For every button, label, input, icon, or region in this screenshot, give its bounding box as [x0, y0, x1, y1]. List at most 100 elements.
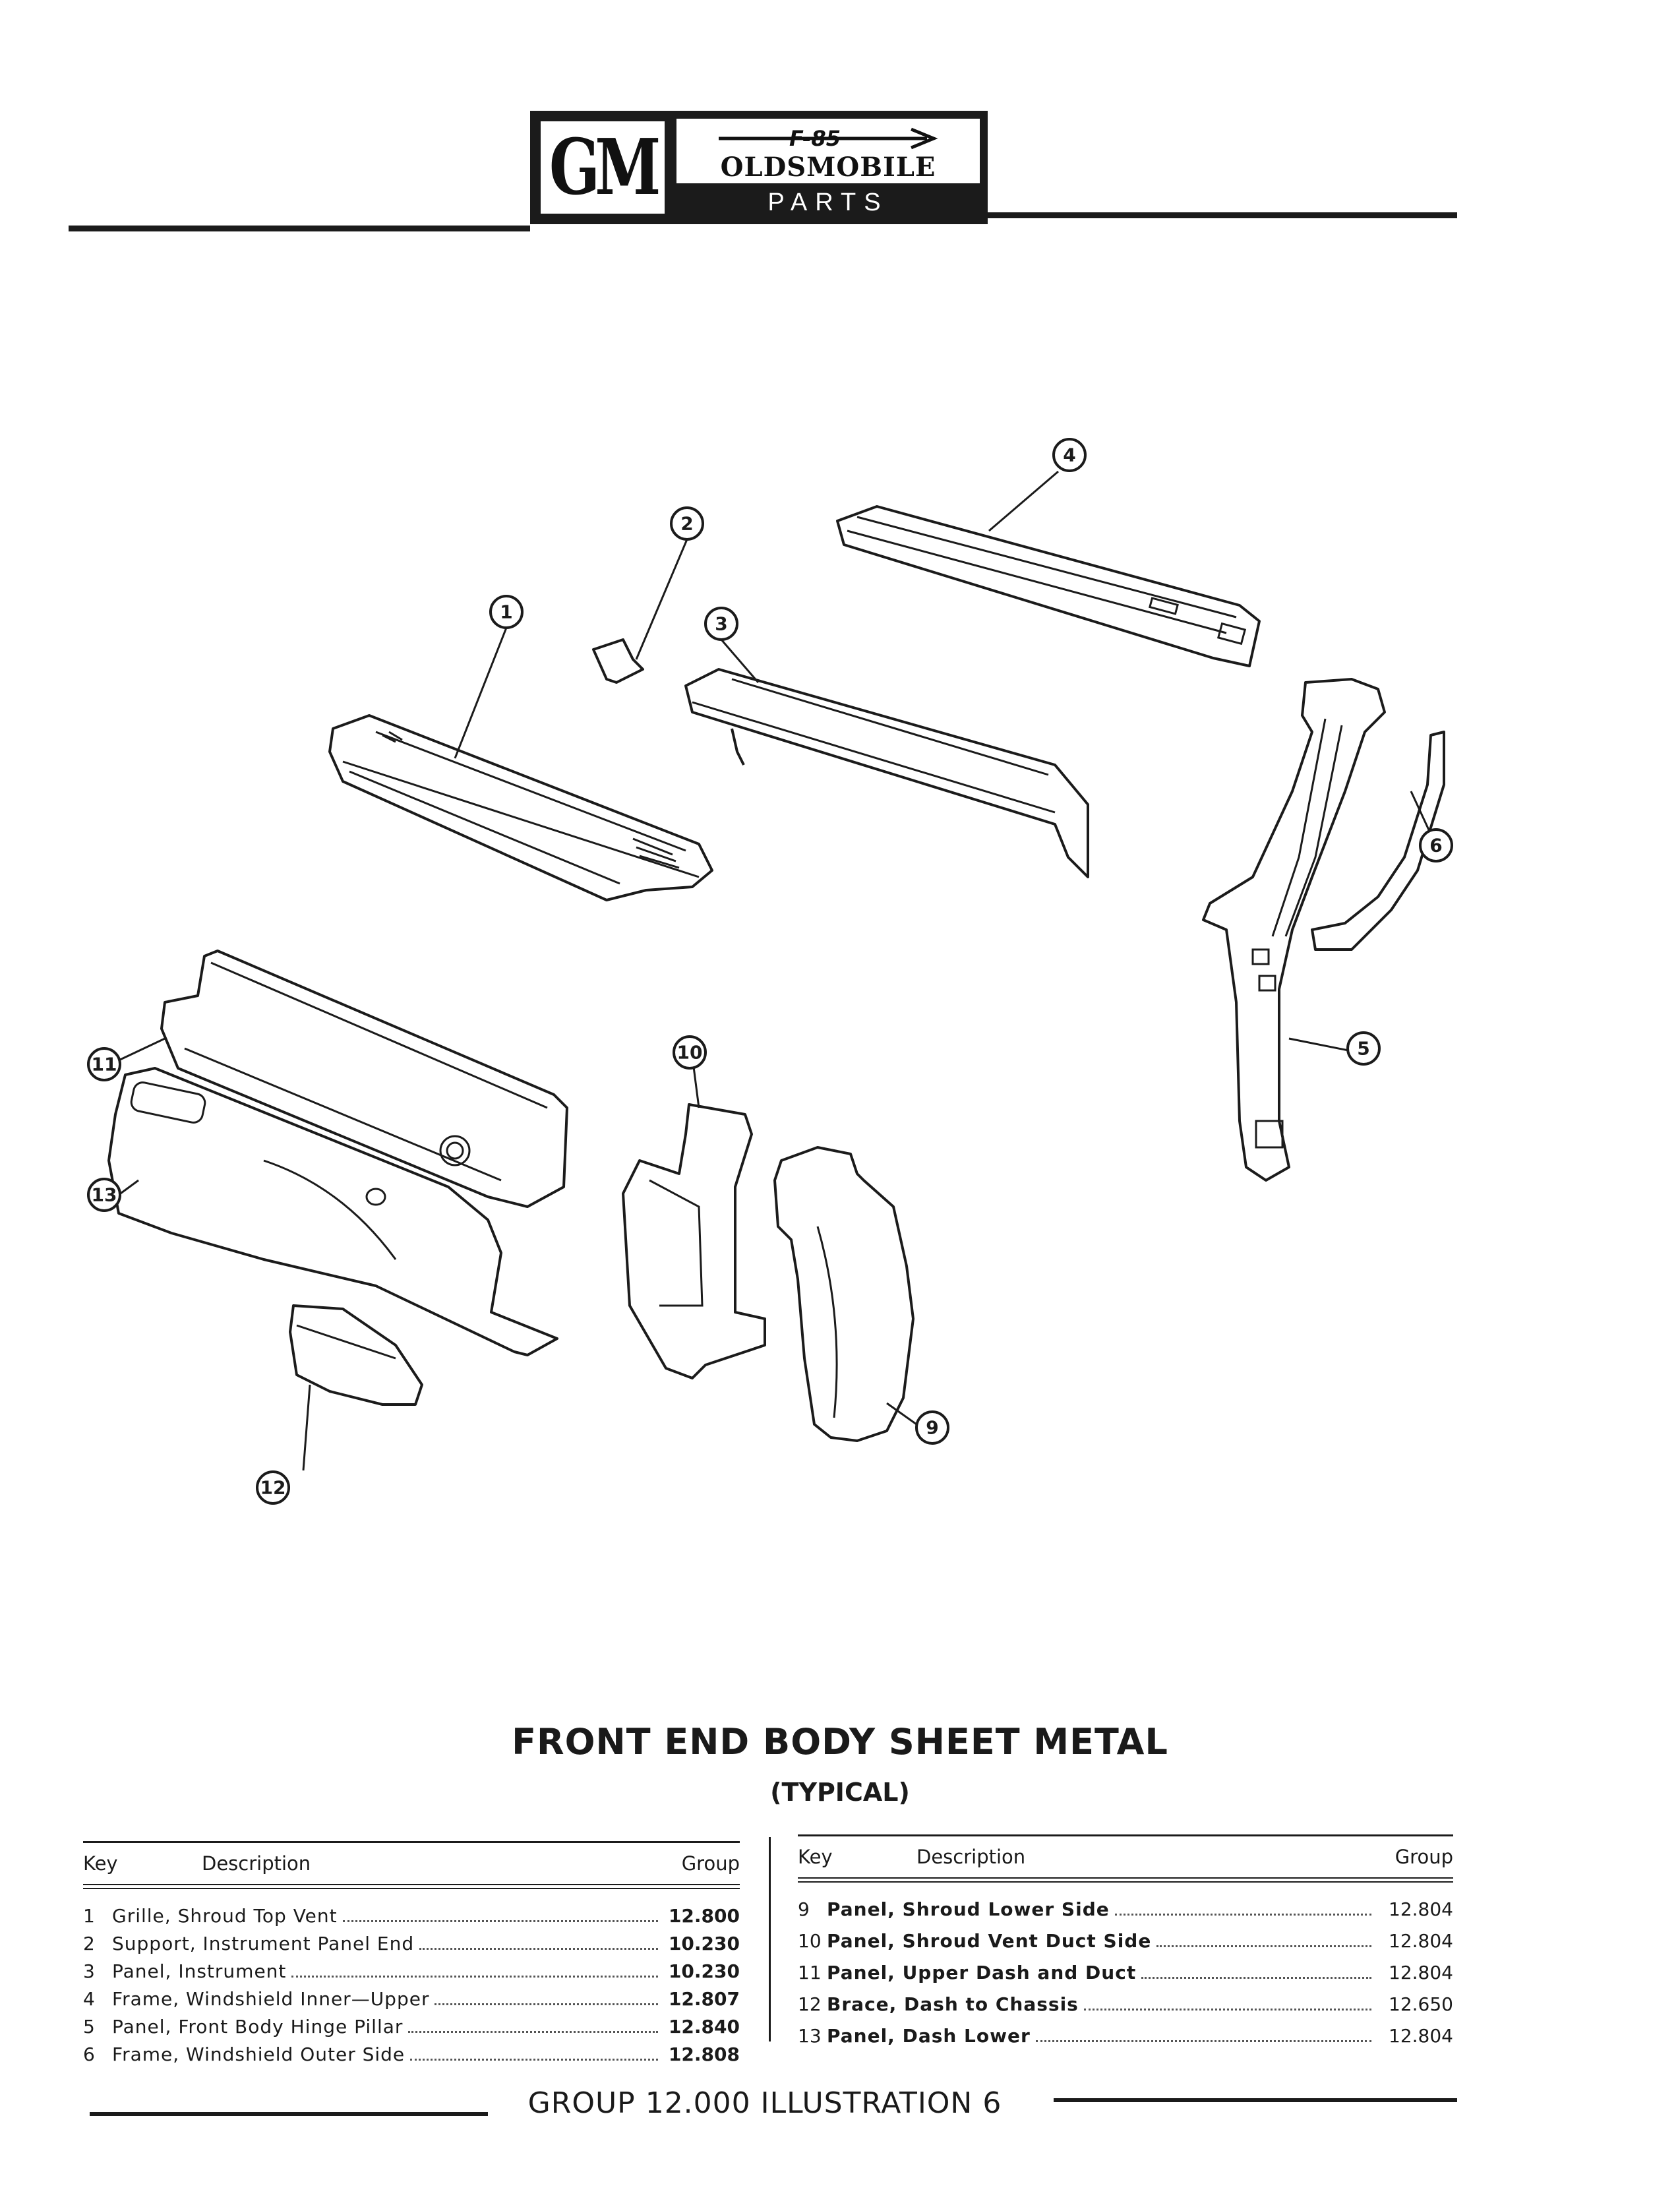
table-row: 6 Frame, Windshield Outer Side 12.808: [83, 2043, 740, 2071]
column-header-key: Key: [83, 1852, 118, 1875]
row-key: 12: [798, 1993, 822, 2015]
callout-number: 6: [1429, 835, 1442, 857]
part-shroud-lower-side: [773, 1146, 915, 1442]
part-grille-shroud-top-vent: [328, 714, 713, 901]
gm-logo: GM: [538, 119, 667, 216]
brand-name: OLDSMOBILE: [720, 152, 936, 183]
column-divider: [769, 1837, 771, 2041]
row-group: 10.230: [668, 1933, 740, 1954]
dot-leader: [291, 1976, 658, 1978]
callout-11: 11: [87, 1047, 121, 1081]
catalogue-label: PARTS CATALOGUE: [717, 189, 940, 249]
row-group: 12.800: [668, 1905, 740, 1927]
part-windshield-outer-side-frame: [1311, 731, 1445, 951]
row-key: 11: [798, 1962, 822, 1983]
dot-leader: [1141, 1977, 1371, 1979]
part-brace-dash-to-chassis: [289, 1304, 423, 1406]
callout-number: 5: [1357, 1038, 1369, 1060]
row-description: Grille, Shroud Top Vent: [112, 1905, 338, 1927]
row-key: 6: [83, 2043, 95, 2065]
table-row: 9 Panel, Shroud Lower Side 12.804: [798, 1898, 1453, 1930]
row-group: 12.840: [668, 2016, 740, 2038]
table-row: 5 Panel, Front Body Hinge Pillar 12.840: [83, 2016, 740, 2043]
part-front-body-hinge-pillar: [1202, 678, 1386, 1182]
callout-number: 13: [92, 1184, 117, 1206]
table-header: Key Description Group: [798, 1836, 1453, 1877]
table-body: 9 Panel, Shroud Lower Side 12.804 10 Pan…: [798, 1883, 1453, 2057]
row-key: 2: [83, 1933, 95, 1954]
footer-rule: [1054, 2098, 1457, 2102]
row-description: Panel, Shroud Lower Side: [827, 1898, 1110, 1920]
row-key: 1: [83, 1905, 95, 1927]
parts-table-left: Key Description Group 1 Grille, Shroud T…: [83, 1841, 740, 2071]
gm-logo-text: GM: [549, 123, 661, 212]
callout-number: 2: [680, 513, 693, 535]
part-instrument-panel: [684, 668, 1089, 878]
dot-leader: [1035, 2040, 1371, 2042]
row-description: Brace, Dash to Chassis: [827, 1993, 1079, 2015]
callout-6: 6: [1419, 828, 1453, 862]
row-group: 12.804: [1389, 2025, 1453, 2047]
callout-9: 9: [915, 1410, 949, 1445]
page-subtitle: (TYPICAL): [770, 1778, 910, 1807]
callout-10: 10: [673, 1035, 707, 1070]
callout-1: 1: [489, 595, 524, 629]
row-description: Panel, Dash Lower: [827, 2025, 1031, 2047]
table-header: Key Description Group: [83, 1843, 740, 1884]
callout-3: 3: [704, 607, 738, 641]
dot-leader: [1114, 1914, 1371, 1916]
row-key: 9: [798, 1898, 810, 1920]
column-header-group: Group: [1395, 1846, 1453, 1868]
table-row: 4 Frame, Windshield Inner—Upper 12.807: [83, 1988, 740, 2016]
callout-number: 1: [500, 601, 512, 623]
header-rule: [69, 226, 530, 231]
exploded-parts-illustration: 1 2 3 4 5 6 9 10 11 12 13: [87, 438, 1453, 1505]
f85-arrow-logo-icon: F-85: [719, 126, 938, 151]
row-description: Panel, Instrument: [112, 1960, 287, 1982]
row-description: Panel, Upper Dash and Duct: [827, 1962, 1137, 1983]
table-rule: [83, 1884, 740, 1889]
part-upper-dash-and-duct: [160, 950, 568, 1208]
row-group: 12.804: [1389, 1930, 1453, 1952]
dot-leader: [435, 2003, 658, 2005]
row-description: Frame, Windshield Inner—Upper: [112, 1988, 430, 2010]
callout-number: 11: [92, 1054, 117, 1075]
header-rule: [986, 212, 1457, 218]
column-header-description: Description: [916, 1846, 1026, 1868]
footer-group-illustration-label: GROUP 12.000 ILLUSTRATION 6: [527, 2086, 1002, 2120]
dot-leader: [408, 2031, 658, 2033]
dot-leader: [410, 2059, 658, 2061]
table-body: 1 Grille, Shroud Top Vent 12.800 2 Suppo…: [83, 1889, 740, 2071]
table-row: 13 Panel, Dash Lower 12.804: [798, 2025, 1453, 2057]
row-description: Panel, Front Body Hinge Pillar: [112, 2016, 404, 2038]
table-rule: [83, 1841, 740, 1843]
part-shroud-vent-duct-side: [622, 1103, 766, 1379]
callout-12: 12: [256, 1470, 290, 1505]
table-rule: [798, 1834, 1453, 1836]
row-group: 12.808: [668, 2043, 740, 2065]
dot-leader: [419, 1948, 658, 1950]
row-key: 10: [798, 1930, 822, 1952]
callout-13: 13: [87, 1178, 121, 1212]
column-header-key: Key: [798, 1846, 833, 1868]
row-key: 3: [83, 1960, 95, 1982]
dot-leader: [1156, 1945, 1371, 1947]
row-key: 4: [83, 1988, 95, 2010]
table-row: 12 Brace, Dash to Chassis 12.650: [798, 1993, 1453, 2025]
table-row: 10 Panel, Shroud Vent Duct Side 12.804: [798, 1930, 1453, 1962]
table-row: 2 Support, Instrument Panel End 10.230: [83, 1933, 740, 1960]
table-row: 3 Panel, Instrument 10.230: [83, 1960, 740, 1988]
callout-number: 3: [715, 613, 727, 635]
row-description: Frame, Windshield Outer Side: [112, 2043, 405, 2065]
row-key: 5: [83, 2016, 95, 2038]
callout-number: 9: [926, 1417, 938, 1439]
oldsmobile-brand: F-85 OLDSMOBILE: [676, 119, 980, 183]
leader-lines: [118, 470, 1432, 1471]
dot-leader: [342, 1920, 658, 1922]
catalogue-logo: GM F-85 OLDSMOBILE PARTS CATALOGUE: [530, 111, 988, 249]
part-instrument-panel-end-support: [592, 638, 644, 684]
part-windshield-inner-upper-frame: [836, 505, 1261, 667]
callout-5: 5: [1346, 1031, 1381, 1066]
callout-number: 10: [677, 1042, 703, 1064]
page-title: FRONT END BODY SHEET METAL: [512, 1721, 1168, 1763]
